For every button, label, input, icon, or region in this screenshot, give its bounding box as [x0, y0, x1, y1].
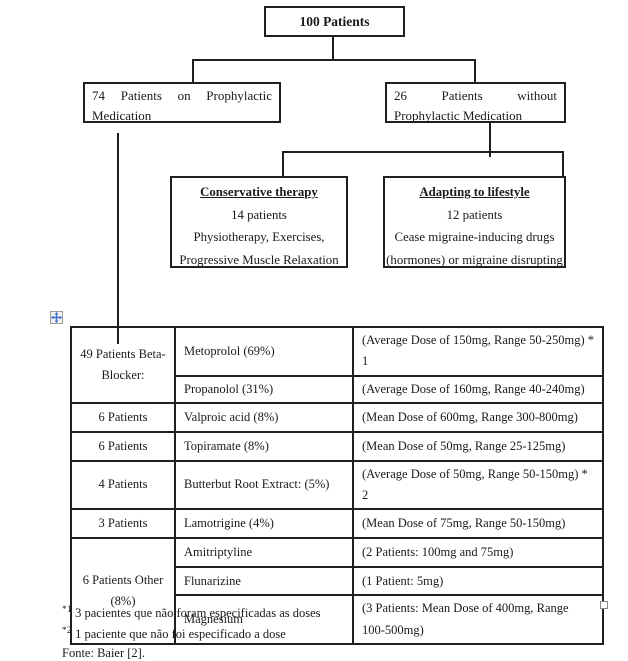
connector-root-down [332, 37, 334, 60]
table-row: 4 Patients Butterbut Root Extract: (5%) … [70, 459, 604, 511]
drug-cell: Propanolol (31%) [174, 374, 354, 404]
dose-cell: (Average Dose of 150mg, Range 50-250mg) … [352, 326, 604, 377]
table-row: Propanolol (31%) (Average Dose of 160mg,… [71, 374, 604, 404]
table-row: Flunarizine (1 Patient: 5mg) [71, 566, 604, 597]
dose-cell: (Mean Dose of 600mg, Range 300-800mg) [352, 401, 604, 433]
connector-top-horizontal [192, 59, 476, 61]
group-cell: 6 Patients [70, 430, 176, 462]
connector-left-drop [192, 59, 194, 82]
drug-cell: Metoprolol (69%) [174, 326, 354, 377]
dose-cell: (1 Patient: 5mg) [352, 566, 604, 597]
lifestyle-count: 12 patients [446, 207, 503, 222]
conservative-detail-2: Progressive Muscle Relaxation [179, 252, 339, 267]
group-cell: 6 Patients Other (8%) [70, 537, 176, 645]
dose-cell: (Average Dose of 160mg, Range 40-240mg) [352, 374, 604, 404]
table-row: 6 Patients Valproic acid (8%) (Mean Dose… [70, 401, 604, 433]
table-resize-handle[interactable] [600, 601, 608, 609]
no-prophylactic-label: 26 Patients without Prophylactic Medicat… [394, 88, 557, 123]
group-cell: 4 Patients [70, 459, 176, 511]
flowchart-box-no-prophylactic: 26 Patients without Prophylactic Medicat… [385, 82, 566, 123]
footnote-1: *1 3 pacientes que não foram especificad… [62, 604, 321, 621]
conservative-title: Conservative therapy [200, 185, 318, 199]
table-row: 6 Patients Topiramate (8%) (Mean Dose of… [70, 430, 604, 462]
drug-cell: Lamotrigine (4%) [174, 508, 354, 540]
lifestyle-title: Adapting to lifestyle [419, 185, 530, 199]
group-cell: 49 Patients Beta-Blocker: [70, 326, 176, 404]
table-move-handle[interactable] [50, 311, 63, 324]
dose-cell: (2 Patients: 100mg and 75mg) [352, 537, 604, 569]
footnote-1-marker: *1 [62, 604, 72, 614]
connector-right-drop [474, 59, 476, 82]
footnote-1-text: 3 pacientes que não foram especificadas … [72, 606, 321, 621]
table-row: Magnesium (3 Patients: Mean Dose of 400m… [71, 594, 604, 645]
total-patients-label: 100 Patients [299, 13, 370, 29]
table-row: 3 Patients Lamotrigine (4%) (Mean Dose o… [70, 508, 604, 540]
drug-cell: Amitriptyline [174, 537, 354, 569]
dose-cell: (Mean Dose of 50mg, Range 25-125mg) [352, 430, 604, 462]
dose-cell: (Average Dose of 50mg, Range 50-150mg) *… [352, 459, 604, 511]
connector-no-prophylactic-down [489, 123, 491, 157]
flowchart-box-conservative-therapy: Conservative therapy 14 patients Physiot… [170, 176, 348, 268]
drug-cell: Valproic acid (8%) [174, 401, 354, 433]
flowchart-box-prophylactic: 74 Patients on Prophylactic Medication [83, 82, 281, 123]
table-row: 49 Patients Beta-Blocker: Metoprolol (69… [70, 326, 604, 404]
group-cell: 6 Patients [70, 401, 176, 433]
group-cell: 3 Patients [70, 508, 176, 540]
footnote-2-marker: *2 [62, 625, 72, 635]
source-line: Fonte: Baier [2]. [62, 646, 145, 660]
conservative-count: 14 patients [231, 207, 287, 222]
drug-cell: Flunarizine [174, 566, 354, 597]
patients-medication-table: 49 Patients Beta-Blocker: Metoprolol (69… [70, 326, 604, 645]
lifestyle-detail-2: (hormones) or migraine disrupting [386, 252, 563, 267]
connector-prophylactic-to-table [117, 133, 119, 344]
flowchart-box-total-patients: 100 Patients [264, 6, 405, 37]
connector-conservative-drop [282, 151, 284, 176]
footnote-2: *2 1 paciente que não foi especificado a… [62, 625, 286, 642]
drug-cell: Butterbut Root Extract: (5%) [174, 459, 354, 511]
connector-mid-horizontal [282, 151, 564, 153]
dose-cell: (3 Patients: Mean Dose of 400mg, Range 1… [352, 594, 604, 645]
dose-cell: (Mean Dose of 75mg, Range 50-150mg) [352, 508, 604, 540]
move-cross-icon [51, 312, 62, 323]
footnote-2-text: 1 paciente que não foi especificado a do… [72, 627, 286, 642]
drug-cell: Magnesium [174, 594, 354, 645]
conservative-detail-1: Physiotherapy, Exercises, [193, 230, 325, 245]
connector-lifestyle-drop [562, 151, 564, 176]
flowchart-box-adapting-lifestyle: Adapting to lifestyle 12 patients Cease … [383, 176, 566, 268]
table-row: 6 Patients Other (8%) Amitriptyline (2 P… [70, 537, 604, 645]
drug-cell: Topiramate (8%) [174, 430, 354, 462]
lifestyle-detail-1: Cease migraine-inducing drugs [394, 230, 555, 245]
prophylactic-label: 74 Patients on Prophylactic Medication [92, 88, 272, 123]
